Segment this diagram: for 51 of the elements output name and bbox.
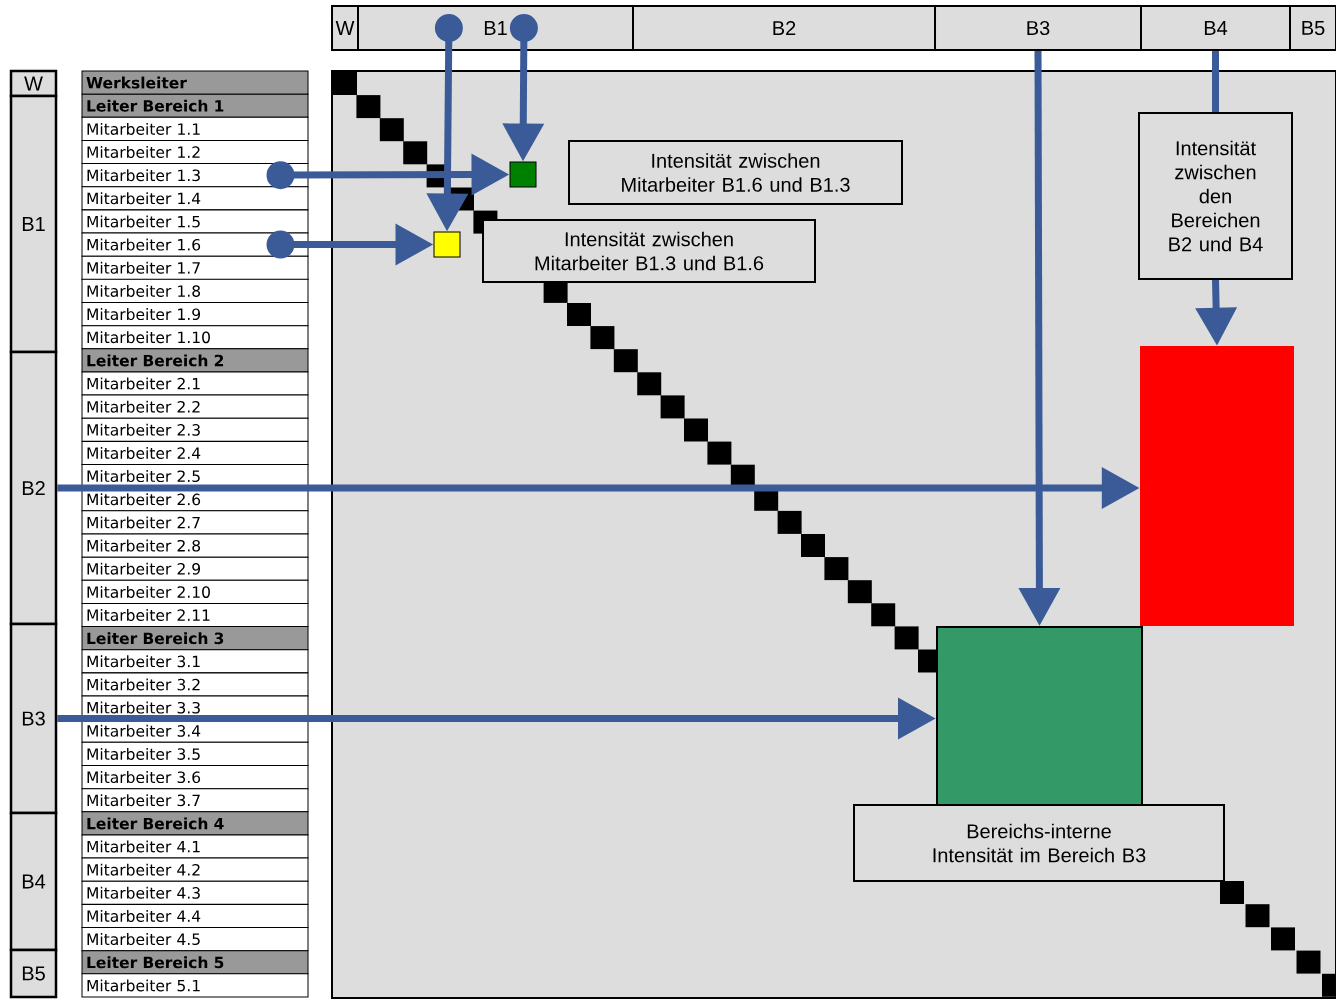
table-header-cell: W: [331, 5, 359, 51]
table-header-cell: B2: [632, 5, 936, 51]
group-label-box: B5: [9, 948, 58, 999]
list-row: Mitarbeiter 2.9: [81, 556, 309, 581]
matrix-block: [936, 626, 1143, 806]
list-row: Mitarbeiter 5.1: [81, 973, 309, 998]
list-header-row: Werksleiter: [81, 70, 309, 95]
list-row: Mitarbeiter 4.4: [81, 903, 309, 929]
list-row: Mitarbeiter 1.8: [81, 278, 309, 303]
list-row: Mitarbeiter 3.2: [81, 672, 309, 697]
table-header-cell: B3: [934, 5, 1142, 51]
list-row: Mitarbeiter 2.2: [81, 394, 309, 419]
matrix-cell: [433, 231, 461, 258]
callout-box: Intensität zwischen den Bereichen B2 und B4: [1138, 112, 1293, 280]
list-header-row: Leiter Bereich 5: [81, 950, 309, 975]
list-row: Mitarbeiter 4.2: [81, 857, 309, 882]
callout-box: Intensität zwischen Mitarbeiter B1.6 und B1.3: [568, 140, 903, 205]
list-row: Mitarbeiter 1.5: [81, 209, 309, 234]
list-row: Mitarbeiter 2.7: [81, 510, 309, 535]
group-label-box: B2: [9, 350, 58, 626]
list-row: Mitarbeiter 1.1: [81, 116, 309, 141]
list-header-row: Leiter Bereich 4: [81, 811, 309, 836]
list-row: Mitarbeiter 2.4: [81, 440, 309, 466]
matrix-block: [1140, 346, 1294, 626]
list-row: Mitarbeiter 1.4: [81, 186, 309, 211]
list-row: Mitarbeiter 1.9: [81, 302, 309, 327]
list-row: Mitarbeiter 1.2: [81, 139, 309, 165]
group-label-box: W: [9, 69, 58, 98]
callout-box: Intensität zwischen Mitarbeiter B1.3 und B1.6: [482, 219, 816, 283]
list-row: Mitarbeiter 3.1: [81, 649, 309, 674]
list-row: Mitarbeiter 3.6: [81, 765, 309, 790]
list-row: Mitarbeiter 4.1: [81, 834, 309, 859]
list-row: Mitarbeiter 2.1: [81, 371, 309, 396]
list-row: Mitarbeiter 1.7: [81, 255, 309, 280]
list-row: Mitarbeiter 4.5: [81, 927, 309, 952]
list-row: Mitarbeiter 3.5: [81, 741, 309, 766]
table-header-cell: B5: [1289, 5, 1336, 51]
list-row: Mitarbeiter 2.8: [81, 533, 309, 558]
list-header-row: Leiter Bereich 1: [81, 93, 309, 118]
list-row: Mitarbeiter 4.3: [81, 880, 309, 905]
list-row: Mitarbeiter 2.3: [81, 417, 309, 442]
list-row: Mitarbeiter 2.10: [81, 579, 309, 604]
list-header-row: Leiter Bereich 2: [81, 348, 309, 373]
list-row: Mitarbeiter 2.11: [81, 602, 309, 628]
group-label-box: B3: [9, 622, 58, 815]
callout-box: Bereichs-interne Intensität im Bereich B3: [853, 804, 1225, 882]
list-row: Mitarbeiter 1.10: [81, 325, 309, 350]
matrix-cell: [509, 161, 537, 188]
list-row: Mitarbeiter 3.7: [81, 788, 309, 813]
list-header-row: Leiter Bereich 3: [81, 626, 309, 651]
node-label: B5: [1302, 21, 1325, 35]
